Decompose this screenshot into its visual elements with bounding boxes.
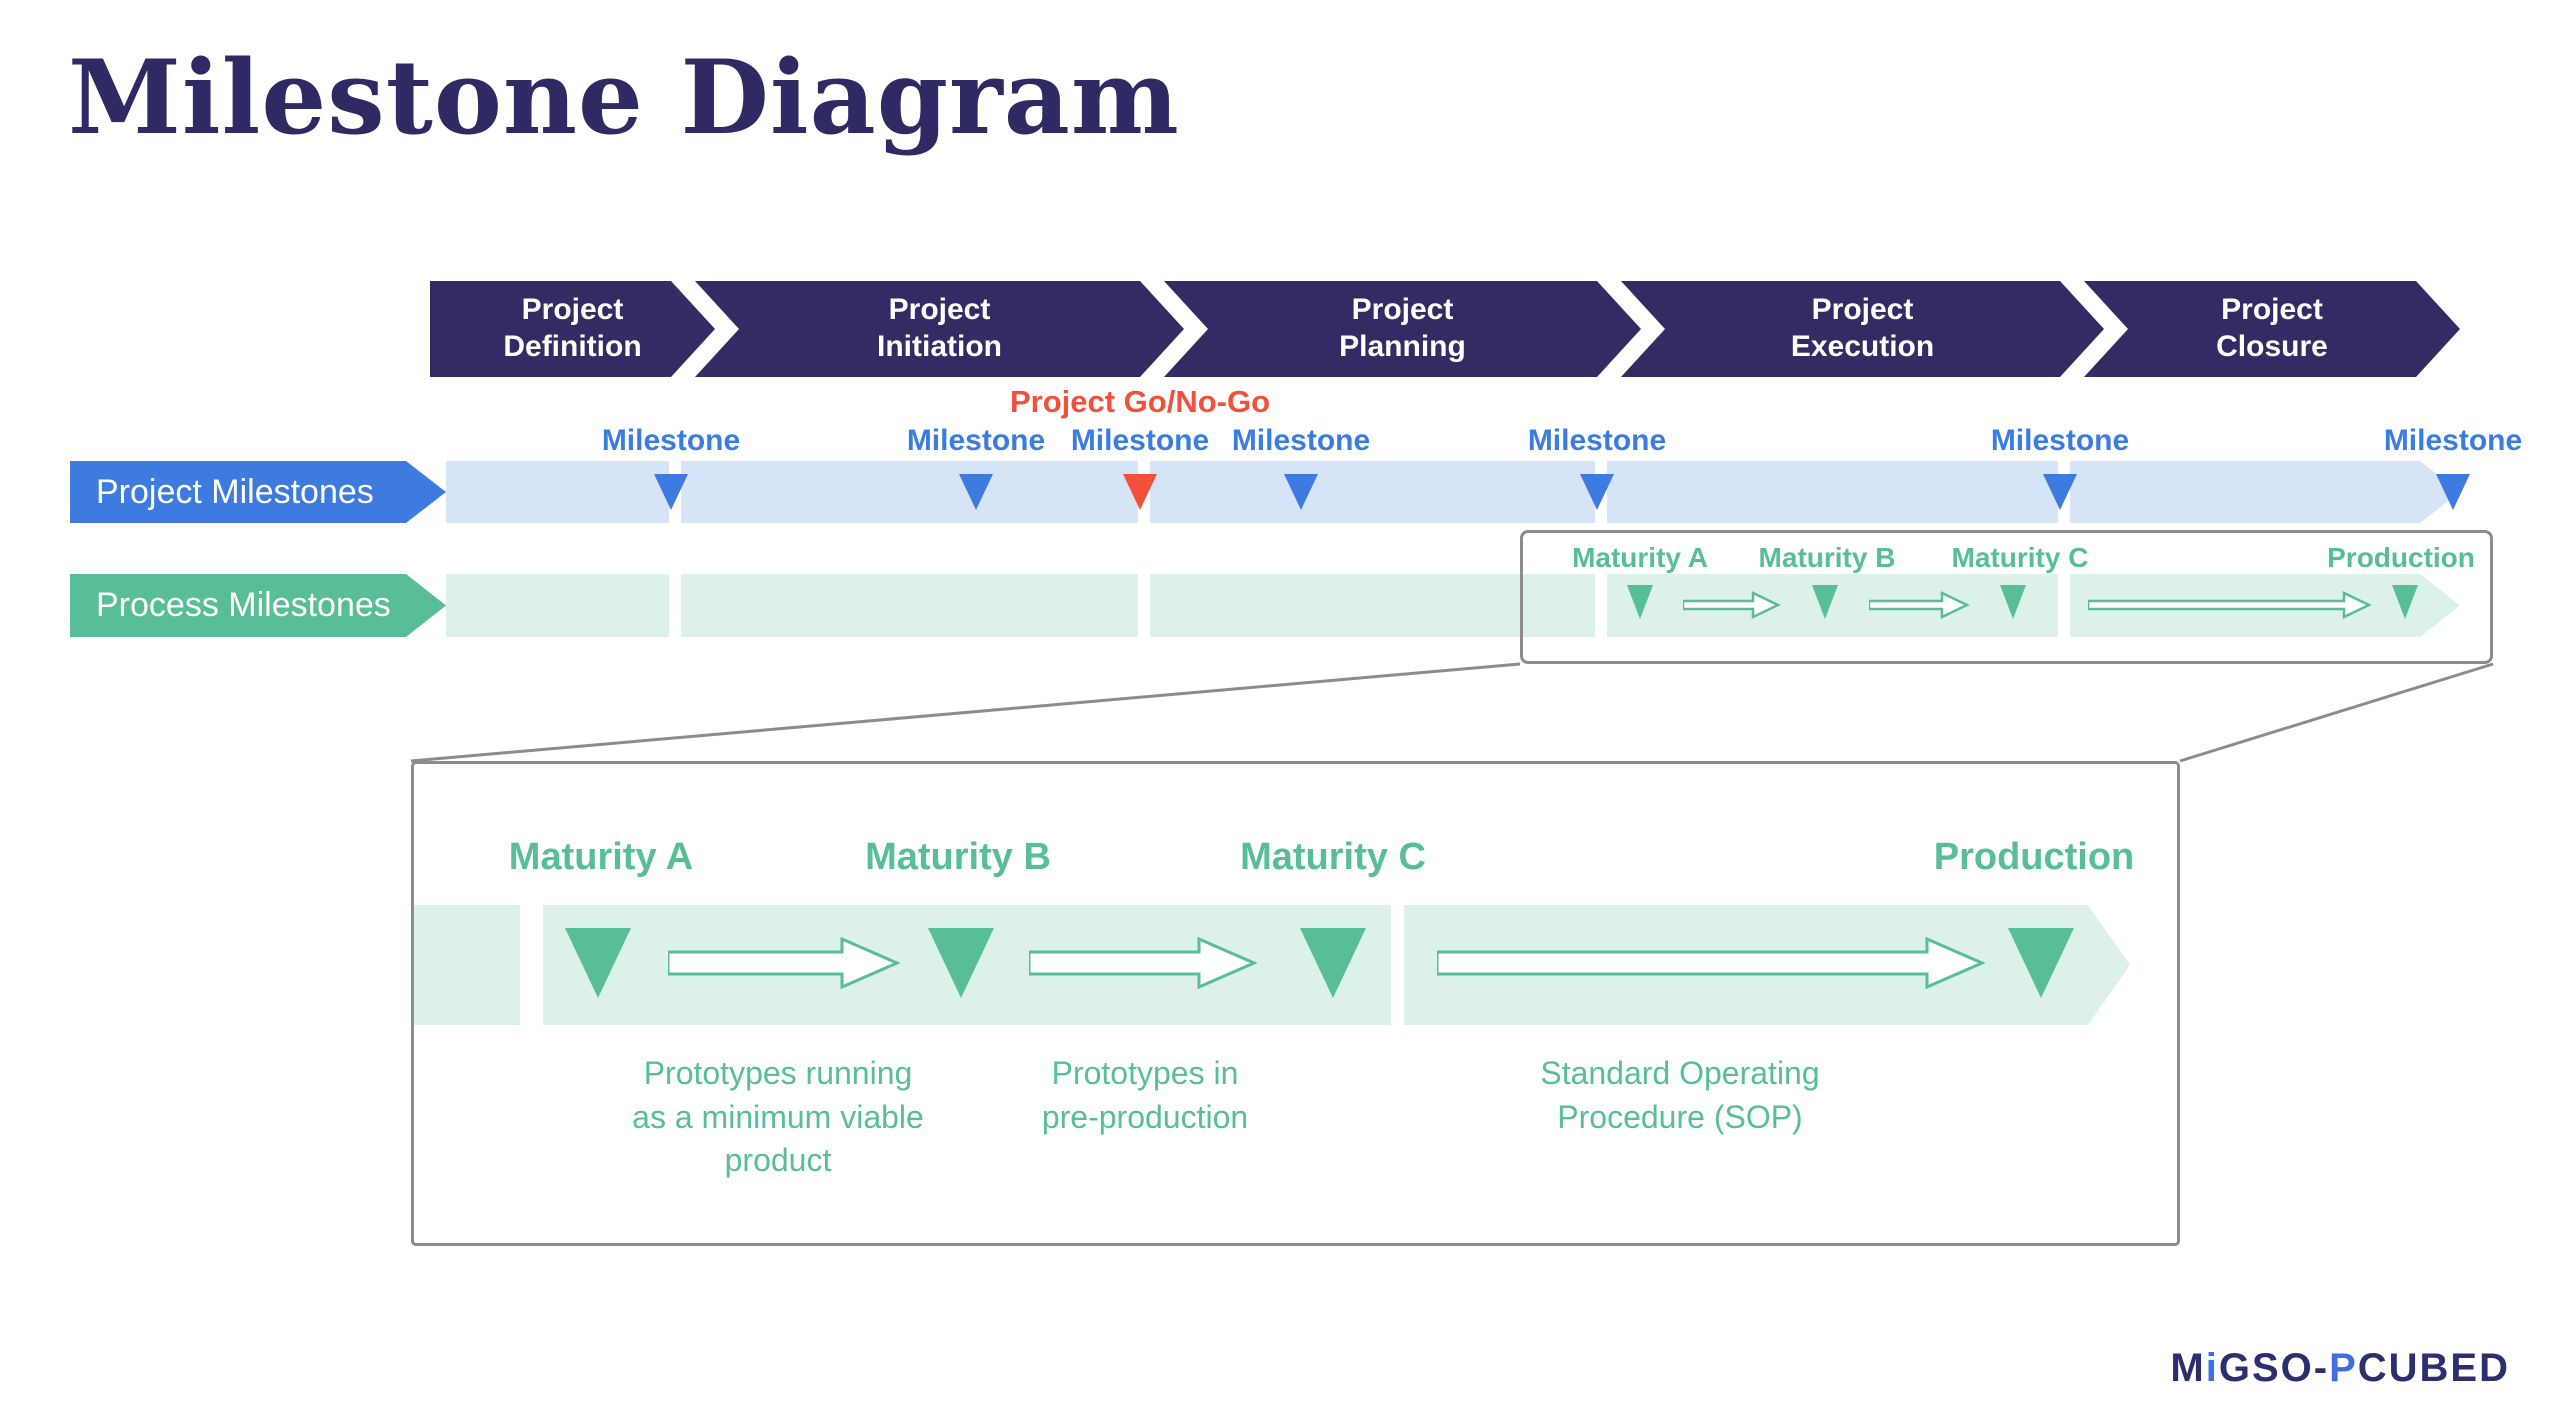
project-milestones-row-label: Project Milestones — [70, 461, 446, 523]
mini-stage-label-maturity-a: Maturity A — [1572, 542, 1708, 573]
transition-description: Standard Operating Procedure (SOP) — [1540, 1055, 1820, 1135]
logo-segment: CUBED — [2357, 1346, 2510, 1390]
project-bar-segment — [446, 461, 669, 523]
phase-label: Project Closure — [2216, 293, 2328, 363]
process-arrow-icon — [1029, 937, 1257, 989]
process-arrow-icon — [668, 937, 900, 989]
process-bar-segment — [681, 574, 1138, 637]
detail-bar-segment — [414, 905, 520, 1025]
phase-project-definition: Project Definition — [430, 281, 715, 377]
logo-segment: P — [2329, 1346, 2358, 1390]
project-bar-segment — [1150, 461, 1595, 523]
logo-segment: i — [2205, 1346, 2219, 1390]
project-bar-segment — [2070, 461, 2460, 523]
milestone-label: Milestone — [1527, 424, 1667, 457]
phase-label: Project Initiation — [877, 293, 1002, 363]
detail-stage-label-production: Production — [1933, 836, 2135, 878]
process-arrow-icon — [2088, 591, 2372, 619]
phase-label: Project Planning — [1339, 293, 1466, 363]
process-arrow-icon — [1869, 591, 1970, 619]
project-bar-segment — [681, 461, 1138, 523]
process-arrow-icon — [1437, 937, 1985, 989]
milestone-label: Milestone — [1990, 424, 2130, 457]
detail-stage-label-maturity-c: Maturity C — [1240, 836, 1426, 878]
go-no-go-label: Project Go/No-Go — [1009, 384, 1271, 419]
phase-label: Project Execution — [1790, 293, 1935, 363]
phase-project-execution: Project Execution — [1621, 281, 2104, 377]
migso-pcubed-logo: MiGSO-PCUBED — [2170, 1346, 2510, 1391]
logo-segment: M — [2170, 1346, 2206, 1390]
mini-stage-label-maturity-b: Maturity B — [1758, 542, 1896, 573]
milestone-label: Milestone — [601, 424, 741, 457]
detail-panel-outline — [411, 761, 2180, 1246]
process-arrow-icon — [1683, 591, 1781, 619]
page-title: Milestone Diagram — [68, 38, 1180, 158]
mini-stage-label-maturity-c: Maturity C — [1951, 542, 2089, 573]
phase-project-closure: Project Closure — [2084, 281, 2460, 377]
detail-stage-label-maturity-b: Maturity B — [865, 836, 1051, 878]
phase-label: Project Definition — [503, 293, 642, 363]
logo-segment: GSO- — [2218, 1346, 2330, 1390]
milestone-label: Milestone — [1231, 424, 1371, 457]
phase-project-initiation: Project Initiation — [695, 281, 1184, 377]
milestone-label: Milestone — [2383, 424, 2523, 457]
mini-stage-label-production: Production — [2327, 542, 2475, 573]
phase-project-planning: Project Planning — [1164, 281, 1641, 377]
detail-stage-label-maturity-a: Maturity A — [508, 836, 694, 878]
process-bar-segment — [446, 574, 669, 637]
milestone-label: Milestone — [1070, 424, 1210, 457]
process-milestones-row-label: Process Milestones — [70, 574, 446, 637]
transition-description: Prototypes in pre-production — [1041, 1055, 1249, 1135]
project-bar-segment — [1607, 461, 2058, 523]
milestone-label: Milestone — [906, 424, 1046, 457]
transition-description: Prototypes running as a minimum viable p… — [632, 1055, 924, 1179]
zoom-region-outline — [1520, 530, 2493, 664]
